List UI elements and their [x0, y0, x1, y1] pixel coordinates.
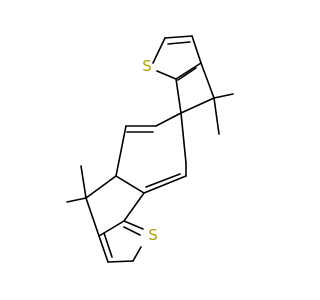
atom-labels: S S	[142, 57, 158, 244]
bond	[167, 41, 191, 45]
bond-lines	[66, 35, 234, 263]
bond	[115, 125, 127, 177]
atom-label-sulfur-bottom: S	[148, 226, 158, 244]
bond	[132, 246, 142, 262]
bond	[143, 175, 187, 194]
bond	[115, 175, 145, 194]
bond	[98, 220, 125, 237]
bond	[107, 260, 134, 263]
bond	[80, 165, 87, 199]
bond	[200, 62, 215, 99]
bond	[191, 35, 202, 64]
bond	[213, 97, 220, 135]
atom-label-sulfur-top: S	[142, 57, 152, 75]
molecule-structure: S S	[66, 35, 234, 263]
bond	[103, 232, 113, 258]
bond	[123, 220, 144, 230]
bond	[145, 173, 181, 188]
bond	[85, 175, 117, 199]
bond	[66, 197, 87, 203]
bond	[123, 192, 145, 222]
bond	[175, 78, 182, 114]
bond	[180, 97, 215, 114]
bond	[152, 37, 166, 64]
bond	[180, 112, 187, 164]
bond	[123, 226, 141, 236]
bond	[213, 93, 234, 99]
bond	[98, 235, 109, 263]
bond	[175, 62, 202, 80]
bond	[164, 35, 193, 39]
bond	[156, 70, 177, 80]
bond	[177, 67, 197, 81]
bond	[85, 197, 100, 237]
bond	[155, 112, 182, 127]
